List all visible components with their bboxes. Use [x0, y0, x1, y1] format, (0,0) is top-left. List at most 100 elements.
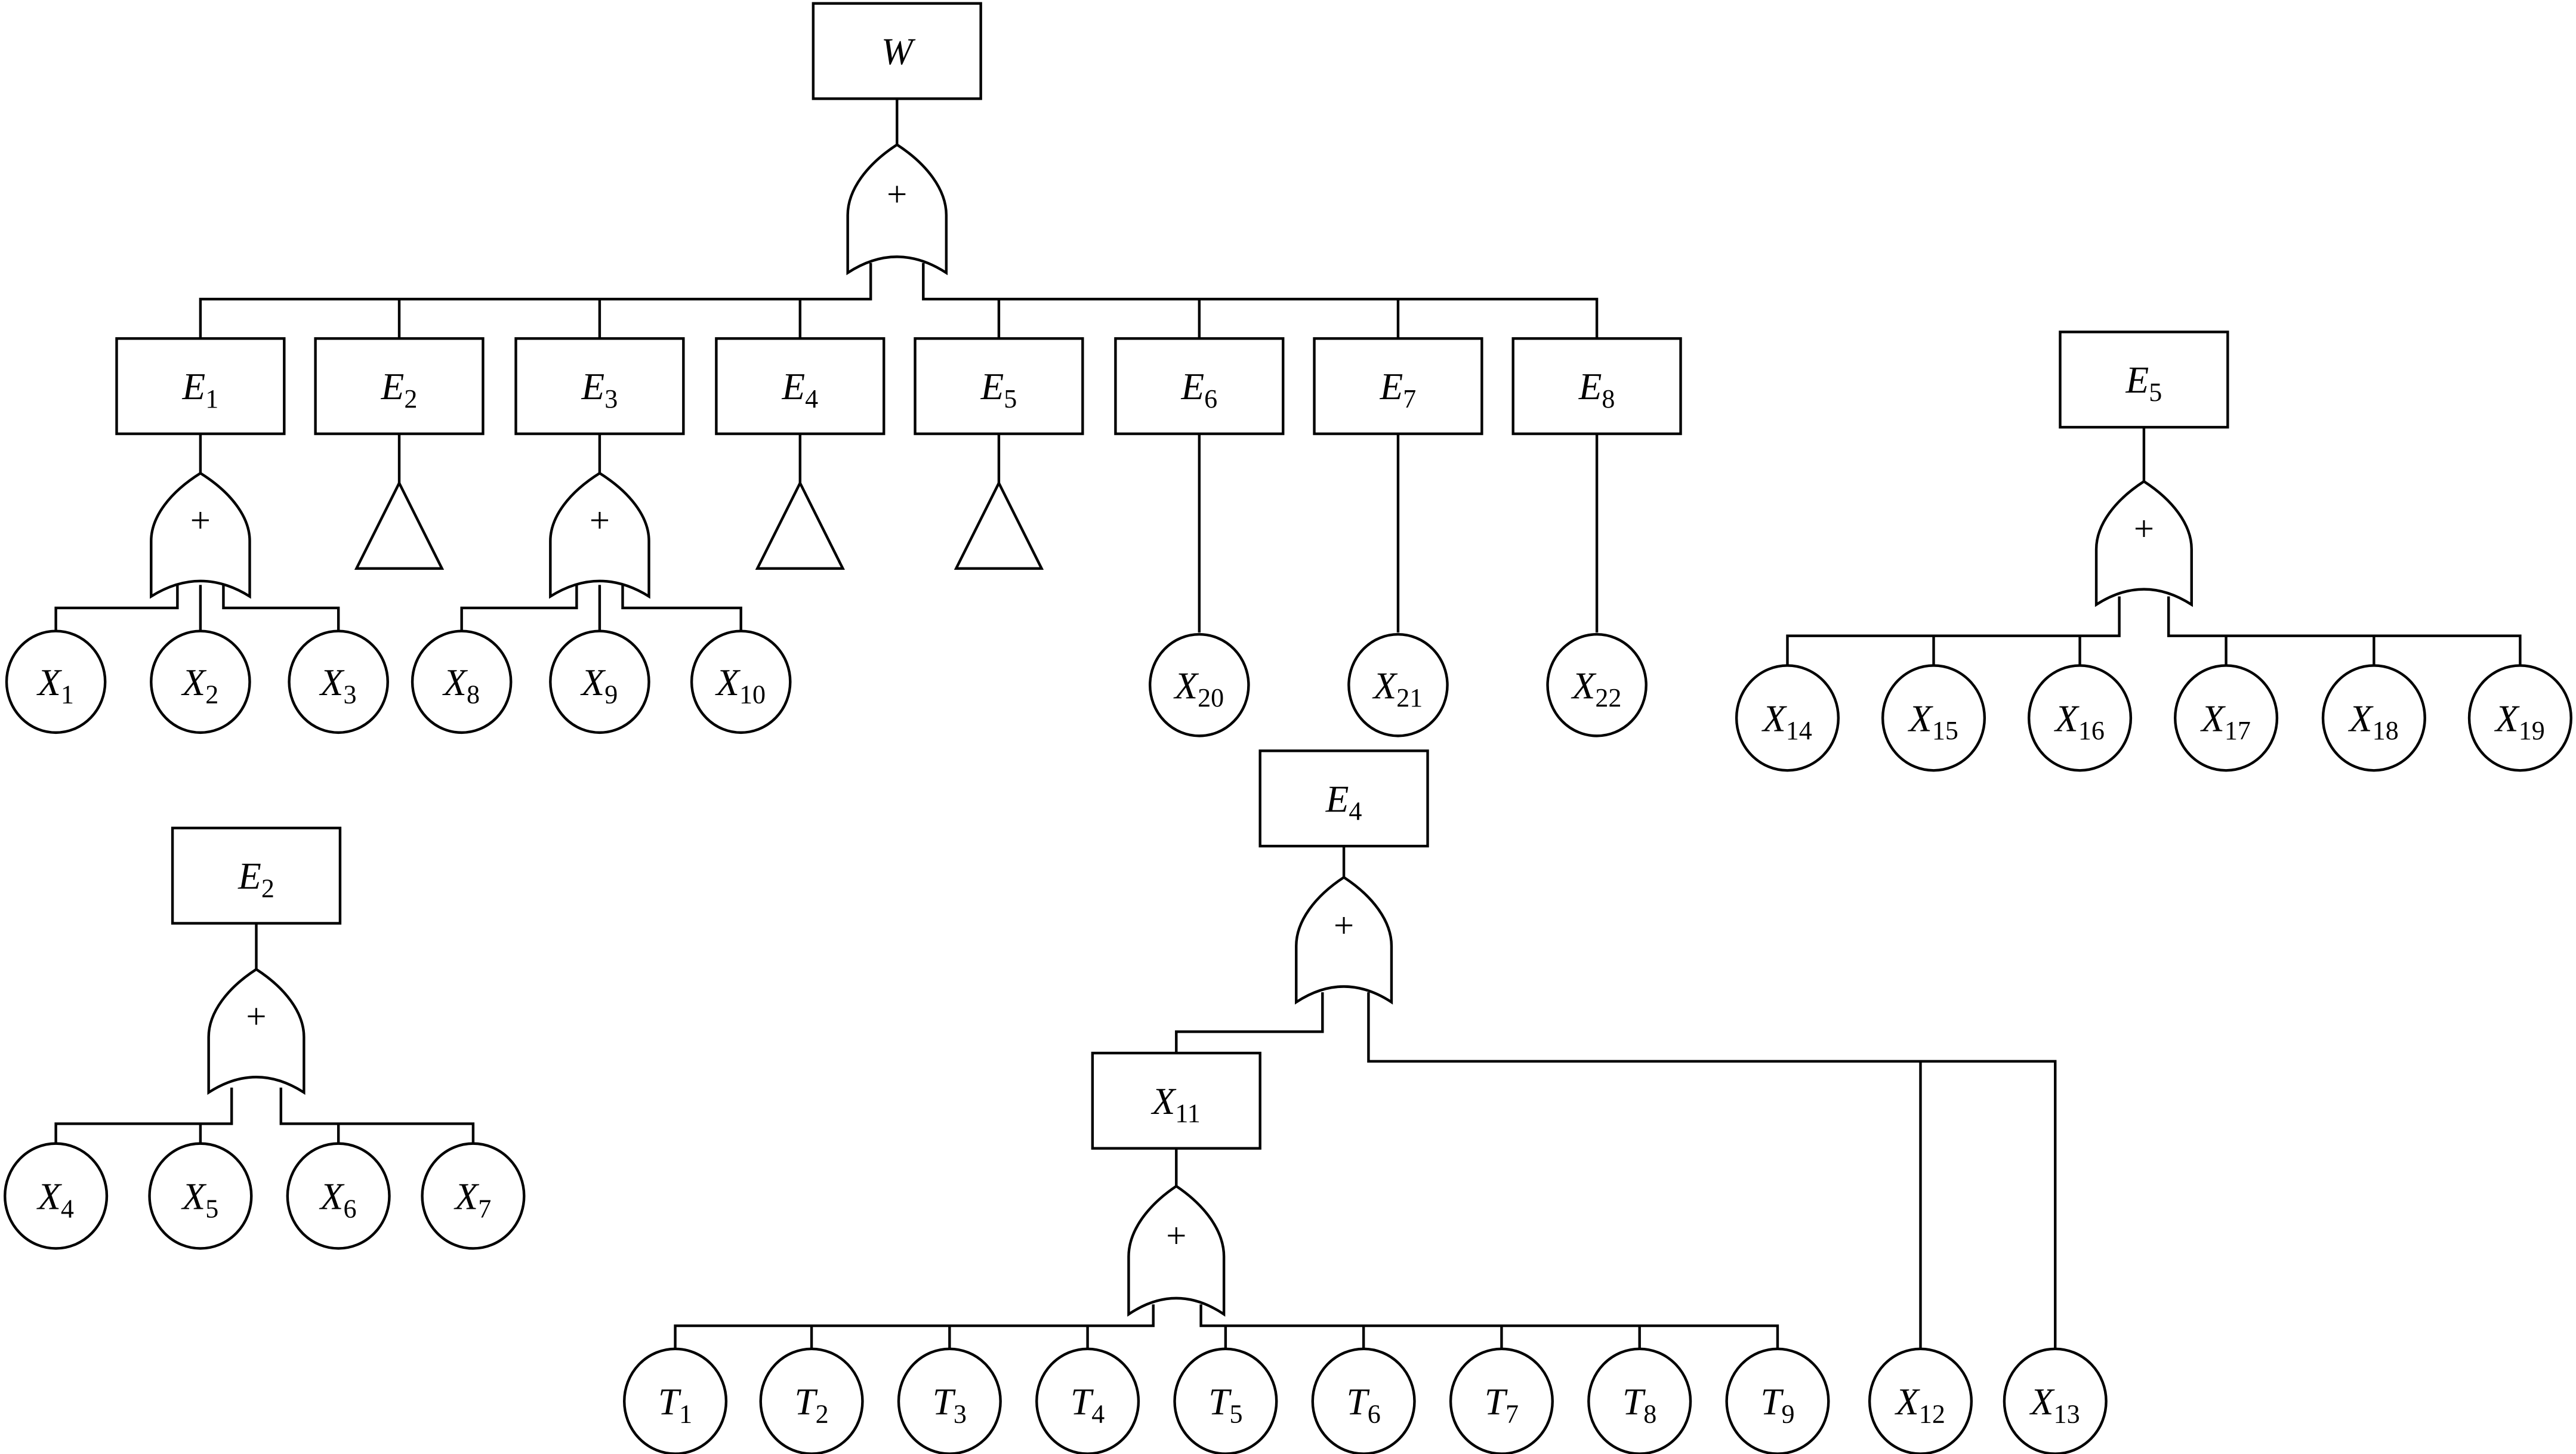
basic-event-x2[interactable] [150, 629, 251, 734]
or-gate-symbol: + [190, 501, 211, 541]
basic-event-t3-label: T3 [933, 1381, 967, 1429]
basic-event-x3-label: X3 [319, 662, 357, 709]
basic-event-t8-label: T8 [1622, 1381, 1656, 1429]
connector-line [222, 585, 340, 633]
event-e7-label: E7 [1380, 366, 1417, 413]
event-e6[interactable] [1114, 337, 1285, 436]
event-box [1511, 337, 1682, 436]
or-gate-symbol: + [590, 501, 610, 541]
event-e2[interactable] [314, 337, 485, 436]
basic-event-x8[interactable] [411, 629, 513, 734]
subtree-e2-top[interactable] [171, 826, 342, 925]
basic-event-x4[interactable] [4, 1142, 109, 1250]
basic-event-x17[interactable] [2174, 664, 2279, 772]
or-gate-subtree-e5 [2094, 480, 2193, 607]
or-gate-symbol: + [1166, 1216, 1186, 1256]
basic-event-x13-label: X13 [2029, 1381, 2080, 1429]
subtree-e5-top[interactable] [2059, 331, 2229, 429]
basic-event-t5-label: T5 [1208, 1381, 1242, 1429]
basic-event-x6-label: X6 [319, 1176, 357, 1224]
basic-event-x20[interactable] [1149, 633, 1250, 737]
subtree-e5-top-label: E5 [2125, 359, 2162, 407]
subtree-e2-top-label: E2 [237, 856, 274, 903]
basic-event-x19-label: X19 [2494, 697, 2545, 745]
basic-event-x18-label: X18 [2347, 697, 2399, 745]
basic-event-t2-label: T2 [794, 1381, 828, 1429]
basic-event-x2-label: X2 [181, 662, 219, 709]
event-box [715, 337, 886, 436]
or-gate-subtree-e2 [207, 967, 306, 1095]
connector-line [1175, 992, 1324, 1054]
or-gate-symbol: + [246, 997, 266, 1037]
basic-event-x22-label: X22 [1571, 665, 1622, 712]
basic-event-x14[interactable] [1735, 664, 1840, 772]
event-box [115, 337, 286, 436]
basic-event-x5-label: X5 [181, 1176, 219, 1224]
connector-line [1786, 596, 2121, 666]
basic-event-x21[interactable] [1347, 633, 1449, 737]
transfer-triangle-e5 [954, 480, 1044, 570]
basic-event-x5[interactable] [148, 1142, 253, 1250]
top-event-w-label: W [881, 31, 916, 73]
basic-event-x22[interactable] [1546, 633, 1648, 737]
basic-event-x16[interactable] [2027, 664, 2133, 772]
or-gate-e3 [549, 471, 650, 599]
event-e3-label: E3 [581, 366, 618, 413]
basic-event-x10[interactable] [690, 629, 792, 734]
event-box [1114, 337, 1285, 436]
connector-line [1199, 1304, 1779, 1351]
or-gate-symbol: + [2134, 509, 2154, 549]
event-e5[interactable] [914, 337, 1084, 436]
basic-event-x7-label: X7 [454, 1176, 492, 1224]
basic-event-x15-label: X15 [1907, 697, 1958, 745]
basic-event-t6-label: T6 [1347, 1381, 1381, 1429]
transfer-triangle-e4 [755, 480, 845, 570]
intermediate-event-x11-label: X11 [1150, 1081, 1201, 1128]
event-box [2059, 331, 2229, 429]
top-event-w[interactable] [812, 2, 982, 100]
basic-event-t1-label: T1 [658, 1381, 692, 1429]
basic-event-x1-label: X1 [36, 662, 74, 709]
bus-left [199, 263, 872, 339]
connector-line [279, 1087, 475, 1147]
basic-event-x18[interactable] [2321, 664, 2426, 772]
event-box [514, 337, 685, 436]
event-box [171, 826, 342, 925]
subtree-e4-top-label: E4 [1325, 778, 1362, 826]
connector-line [621, 585, 742, 633]
event-e3[interactable] [514, 337, 685, 436]
or-gate-symbol: + [887, 175, 907, 215]
basic-event-x9-label: X9 [580, 662, 618, 709]
basic-event-x6[interactable] [286, 1142, 391, 1250]
event-e6-label: E6 [1180, 366, 1217, 413]
event-box [1258, 749, 1429, 848]
basic-event-x7[interactable] [421, 1142, 526, 1250]
basic-event-x19[interactable] [2467, 664, 2572, 772]
transfer-triangle-e2 [354, 480, 445, 570]
event-e4[interactable] [715, 337, 886, 436]
event-box [812, 2, 982, 100]
event-e1[interactable] [115, 337, 286, 436]
basic-event-x10-label: X10 [714, 662, 766, 709]
basic-event-t9-label: T9 [1760, 1381, 1794, 1429]
event-e5-label: E5 [980, 366, 1017, 413]
event-e8-label: E8 [1578, 366, 1615, 413]
basic-event-x20-label: X20 [1173, 665, 1224, 712]
basic-event-x1[interactable] [5, 629, 107, 734]
basic-event-x3[interactable] [288, 629, 389, 734]
basic-event-x17-label: X17 [2199, 697, 2251, 745]
event-e8[interactable] [1511, 337, 1682, 436]
intermediate-event-x11[interactable] [1091, 1051, 1261, 1150]
or-gate-x11 [1127, 1184, 1226, 1317]
basic-event-t4-label: T4 [1070, 1381, 1105, 1429]
basic-event-x15[interactable] [1881, 664, 1986, 772]
connector-line [674, 1304, 1155, 1351]
event-box [314, 337, 485, 436]
basic-event-x16-label: X16 [2053, 697, 2105, 745]
basic-event-x21-label: X21 [1372, 665, 1423, 712]
or-gate-symbol: + [1334, 906, 1354, 946]
basic-event-x4-label: X4 [36, 1176, 74, 1224]
basic-event-x9[interactable] [549, 629, 650, 734]
subtree-e4-top[interactable] [1258, 749, 1429, 848]
